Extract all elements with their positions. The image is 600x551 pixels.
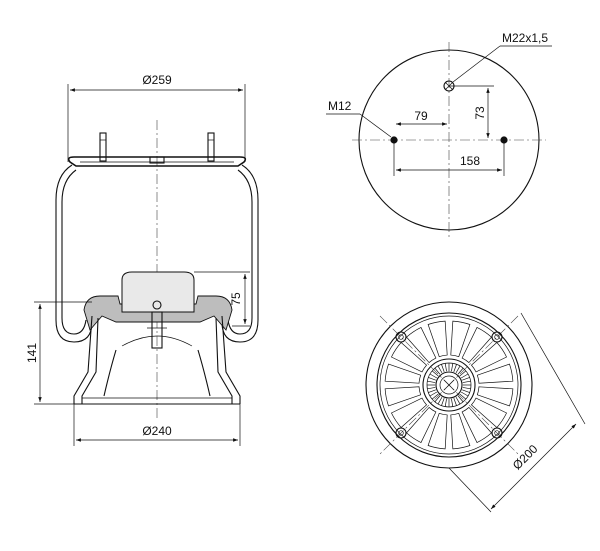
dim-offset-y: 73 [473,106,487,120]
hub-tooth [431,393,439,400]
hub-tooth [459,370,467,377]
hub-tooth [459,393,467,400]
hub-tooth [427,387,436,390]
rib-pocket [450,412,471,450]
piston-crown [83,271,233,349]
rib-pocket [470,342,508,373]
hub-tooth [441,364,445,372]
hub-tooth [462,377,470,381]
hub-tooth [462,387,471,390]
hub-tooth [429,391,438,397]
hub-tooth [434,395,441,403]
bellows [55,164,259,343]
hub-tooth [437,396,443,405]
rib-pocket [476,386,514,407]
hub-tooth [427,380,436,383]
hub-tooth [462,380,471,383]
hub-tooth [453,398,457,406]
hub-tooth [455,365,461,374]
rib-pocket [390,397,428,428]
hub-tooth [431,370,439,377]
rib-pocket [476,363,514,384]
rib-pocket [384,363,422,384]
label-thread-small: M12 [328,99,352,113]
rib-pocket [427,412,448,450]
hub-tooth [455,396,461,405]
dim-spacing: 158 [460,154,480,168]
hub-tooth [460,391,469,397]
rib-pocket [461,406,492,444]
hub-tooth [441,398,445,406]
hub-tooth [437,365,443,374]
dim-height-left: 141 [25,343,39,363]
dim-bottom-diameter: Ø240 [142,424,172,438]
hub-tooth [428,377,436,381]
dim-offset-x: 79 [414,109,428,123]
rib-pocket [406,406,437,444]
hub-tooth [444,398,447,407]
hub-tooth [434,367,441,375]
hub-tooth [462,389,470,393]
hub-tooth [444,363,447,372]
rib-pocket [406,326,437,364]
hub-tooth [460,373,469,379]
rib-pocket [427,320,448,358]
dim-bottom-view-diameter: Ø200 [510,442,541,473]
hub-tooth [453,364,457,372]
hub-tooth [428,389,436,393]
piston-body [73,315,241,405]
dim-top-diameter: Ø259 [142,73,172,87]
center-hub [422,358,476,412]
hub-tooth [451,398,454,407]
hub-tooth [457,395,464,403]
top-bead-plate [67,156,247,167]
hub-tooth [457,367,464,375]
rib-pocket [450,320,471,358]
rib-pocket [470,397,508,428]
side-view: Ø259 [25,73,259,446]
hub-tooth [429,373,438,379]
bottom-view: Ø200 [365,301,586,513]
mounting-studs [99,132,215,162]
top-view: M22x1,5 M12 79 73 158 [326,31,552,238]
hub-tooth [451,363,454,372]
label-thread-large: M22x1,5 [502,31,548,45]
rib-pocket [384,386,422,407]
dim-height-right: 75 [229,292,243,306]
